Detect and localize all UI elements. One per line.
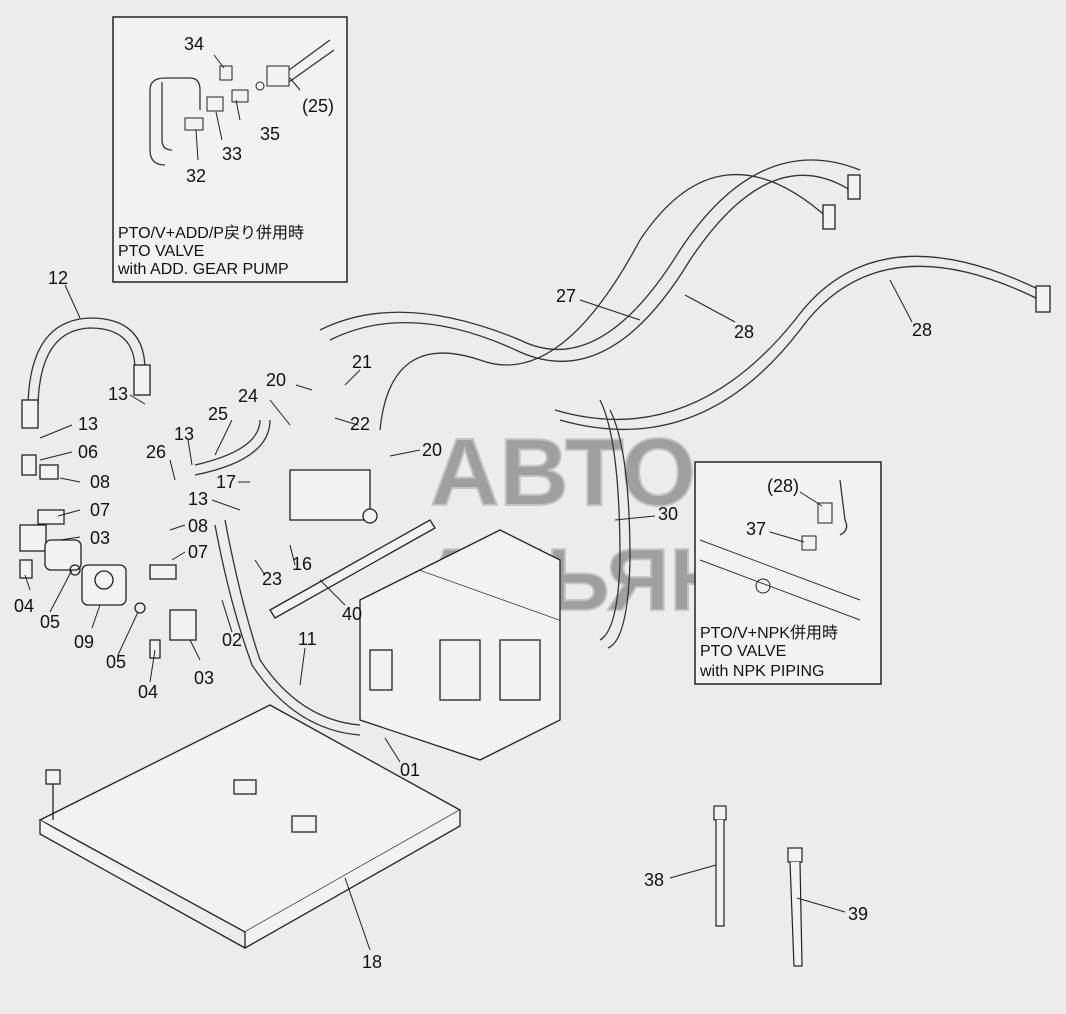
part-label-03-b: 03: [194, 668, 214, 688]
cable-ties: [713, 805, 803, 967]
part-label-28-a: 28: [734, 322, 754, 342]
part-label-23: 23: [262, 569, 282, 589]
part-label-22: 22: [350, 414, 370, 434]
inset-box-top: 34 (25) 35 33 32 PTO/V+ADD/P戻り併用時 PTO VA…: [112, 16, 348, 283]
part-label-37: 37: [746, 519, 766, 539]
inset-right-line3: with NPK PIPING: [699, 663, 824, 680]
inset-right-line2: PTO VALVE: [700, 643, 786, 660]
part-label-27: 27: [556, 286, 576, 306]
part-label-20-a: 20: [266, 370, 286, 390]
part-label-01: 01: [400, 760, 420, 780]
inset-box-right: (28) 37 PTO/V+NPK併用時 PTO VALVE with NPK …: [694, 461, 882, 685]
part-label-07-a: 07: [90, 500, 110, 520]
part-label-06: 06: [78, 442, 98, 462]
part-label-18: 18: [362, 952, 382, 972]
part-label-07-b: 07: [188, 542, 208, 562]
part-label-09: 09: [74, 632, 94, 652]
watermark-line1: АВТО: [430, 419, 696, 526]
leader-lines: [24, 279, 913, 951]
part-label-35: 35: [260, 124, 280, 144]
part-label-13-b: 13: [78, 414, 98, 434]
part-label-34: 34: [184, 34, 204, 54]
part-label-40: 40: [342, 604, 362, 624]
part-label-25-ref: (25): [302, 96, 334, 116]
part-label-38: 38: [644, 870, 664, 890]
part-label-26: 26: [146, 442, 166, 462]
part-label-11: 11: [298, 629, 317, 649]
part-label-03-a: 03: [90, 528, 110, 548]
inset-top-line3: with ADD. GEAR PUMP: [117, 261, 289, 278]
part-label-16: 16: [292, 554, 312, 574]
part-label-04-a: 04: [14, 596, 34, 616]
hose-group: [21, 159, 1051, 736]
inset-top-line1: PTO/V+ADD/P戻り併用時: [118, 224, 304, 242]
part-label-05-b: 05: [106, 652, 126, 672]
part-label-02: 02: [222, 630, 242, 650]
base-plate: [38, 704, 462, 950]
part-label-28-b: 28: [912, 320, 932, 340]
part-label-13-d: 13: [188, 489, 208, 509]
part-label-39: 39: [848, 904, 868, 924]
part-label-08-b: 08: [188, 516, 208, 536]
part-label-28-ref: (28): [767, 476, 799, 496]
part-label-21: 21: [352, 352, 372, 372]
part-label-24: 24: [238, 386, 258, 406]
part-label-08-a: 08: [90, 472, 110, 492]
part-label-33: 33: [222, 144, 242, 164]
pump-assembly: [19, 454, 197, 659]
part-label-04-b: 04: [138, 682, 158, 702]
part-label-20-b: 20: [422, 440, 442, 460]
part-labels: 12 13 13 06 08 07 03 04 05 09 05 04 03 2…: [14, 268, 932, 972]
control-valve-assembly: [269, 469, 561, 761]
part-label-12: 12: [48, 268, 68, 288]
part-label-30: 30: [658, 504, 678, 524]
part-label-05-a: 05: [40, 612, 60, 632]
inset-right-line1: PTO/V+NPK併用時: [700, 624, 838, 642]
part-label-13-c: 13: [174, 424, 194, 444]
inset-top-line2: PTO VALVE: [118, 243, 204, 260]
part-label-25: 25: [208, 404, 228, 424]
part-label-17: 17: [216, 472, 236, 492]
part-label-13-a: 13: [108, 384, 128, 404]
part-label-32: 32: [186, 166, 206, 186]
